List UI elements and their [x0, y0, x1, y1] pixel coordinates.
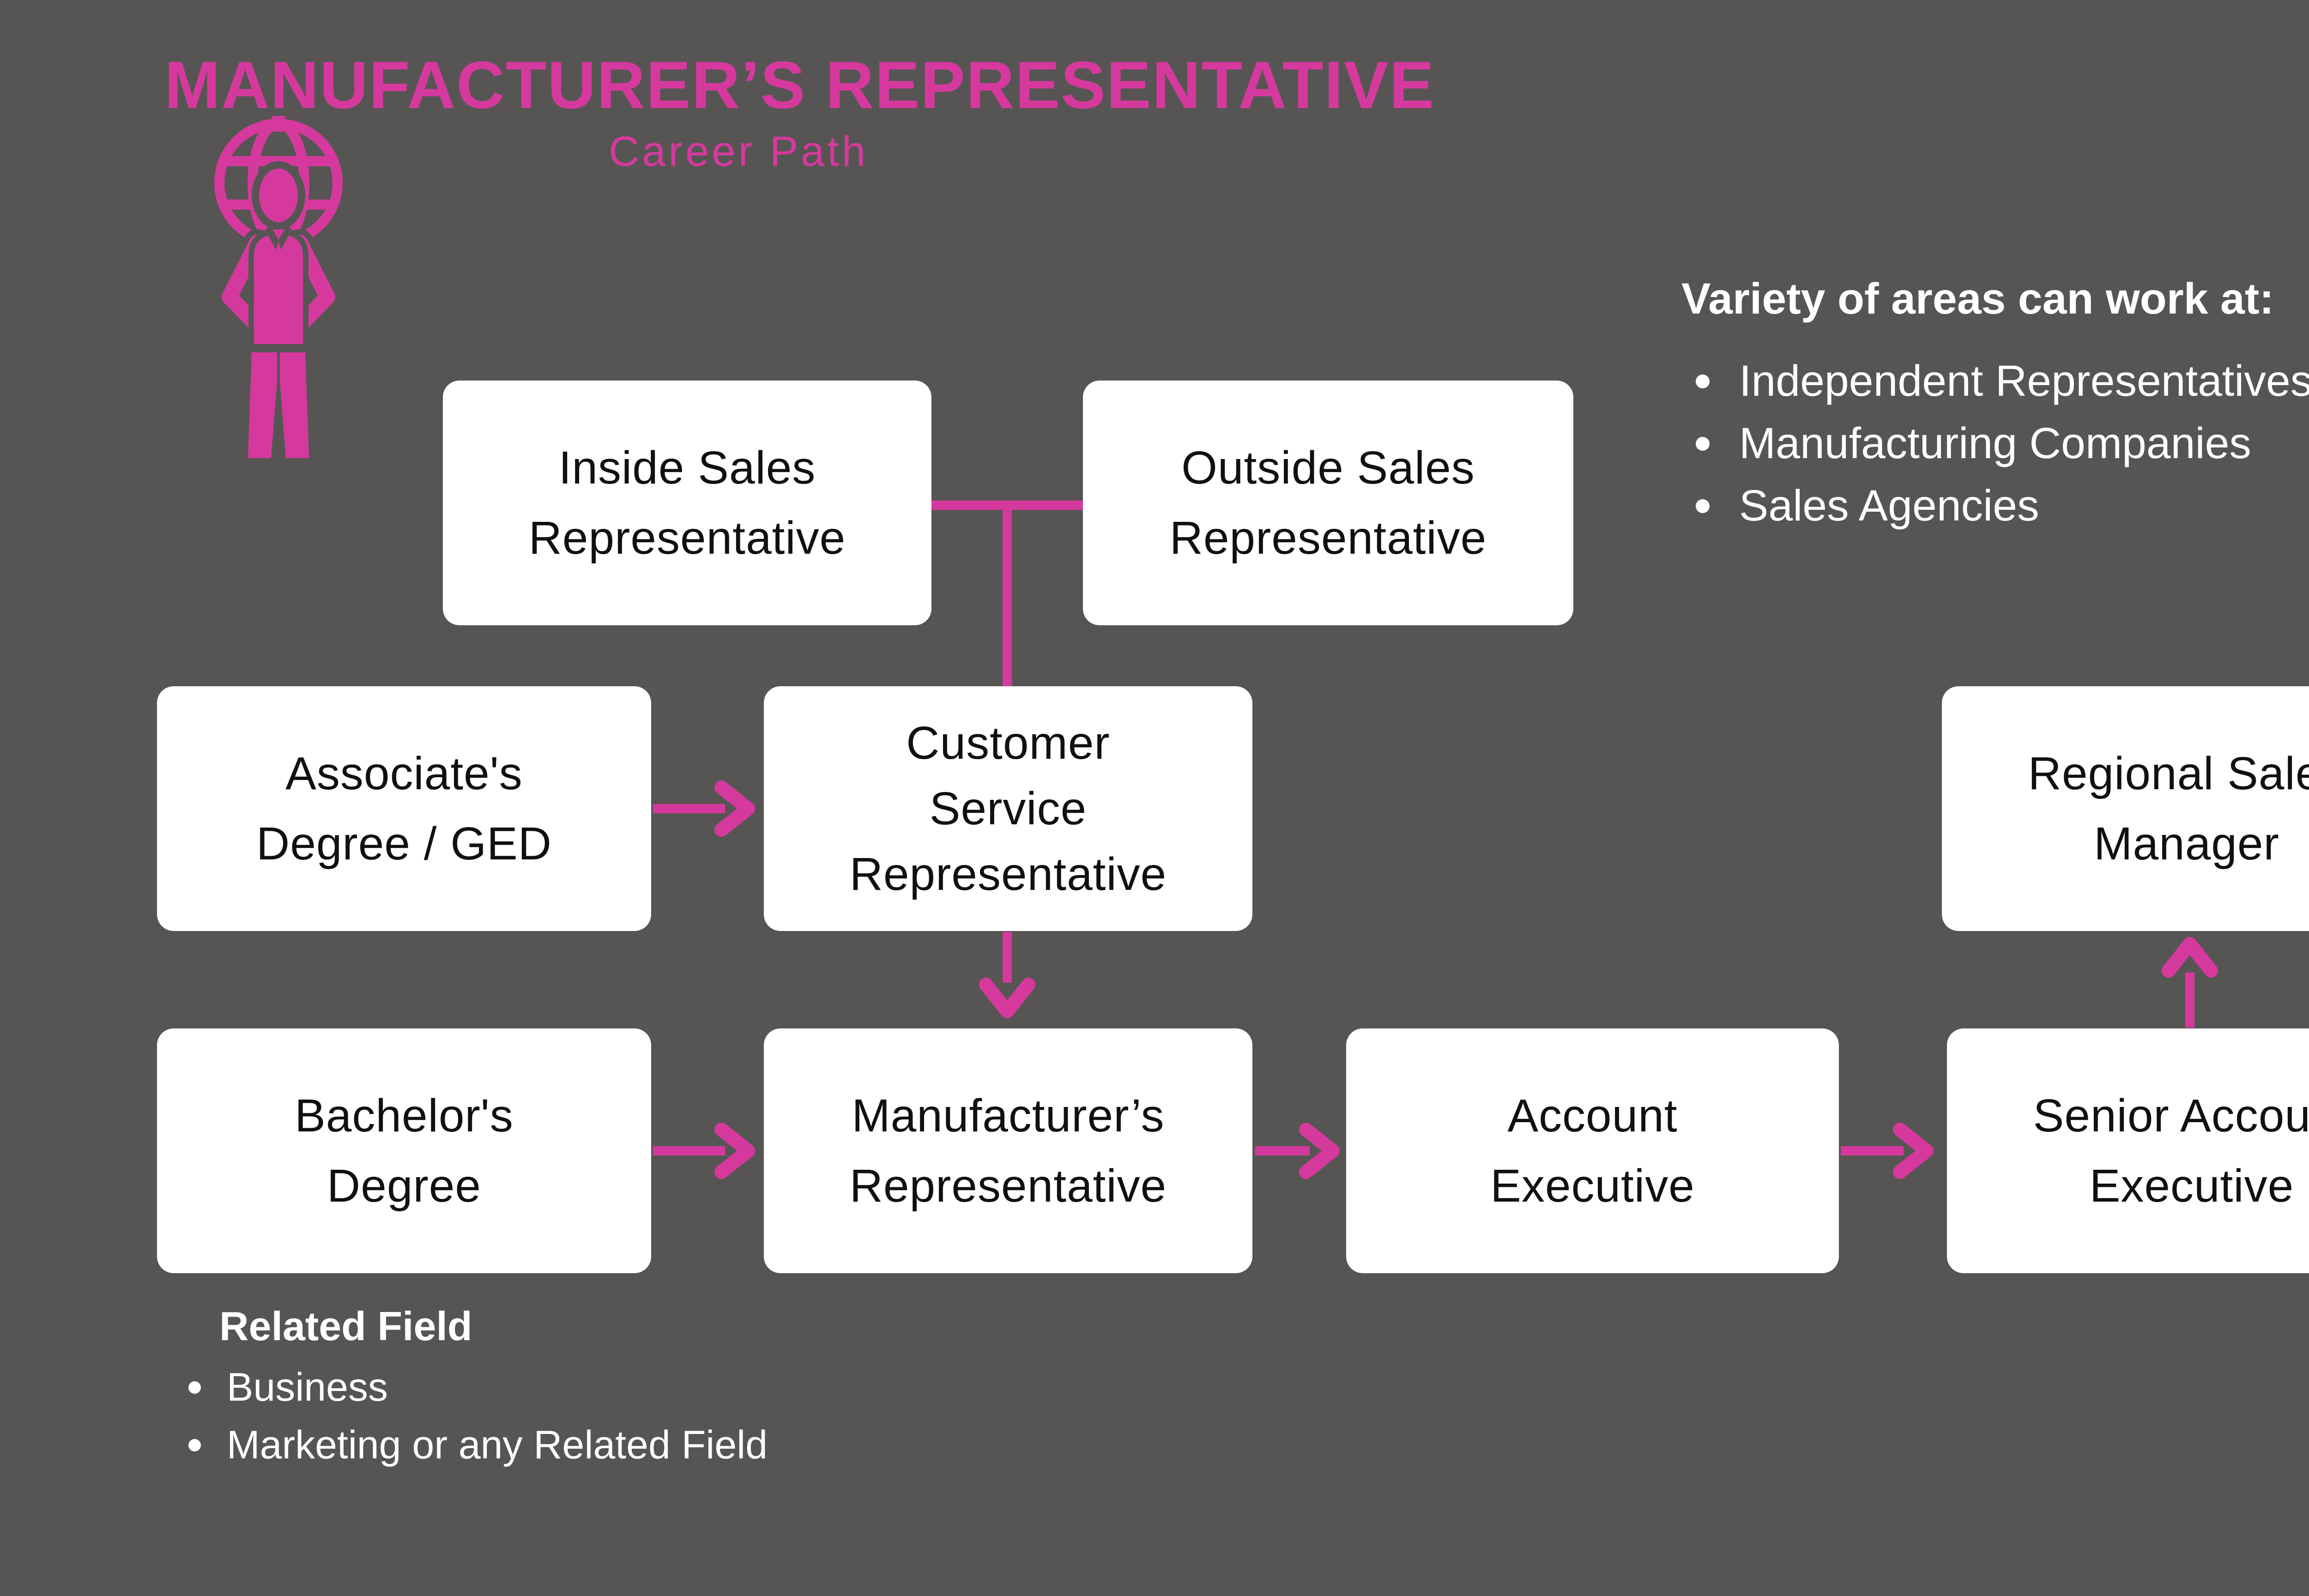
node-label-line: Outside Sales	[1181, 442, 1475, 494]
node-label-line: Representative	[528, 512, 846, 564]
node-label-line: Degree	[327, 1160, 481, 1212]
node-senior-account-executive: Senior Account Executive	[1947, 1028, 2309, 1273]
node-label-line: Representative	[849, 1160, 1167, 1212]
bullet-dot-icon	[1696, 499, 1710, 513]
node-label-line: Degree / GED	[256, 818, 552, 870]
node-manufacturers-representative: Manufacturer’s Representative	[764, 1028, 1252, 1273]
list-item-label: Marketing or any Related Field	[227, 1423, 768, 1467]
list-item: Sales Agencies	[1696, 475, 2309, 537]
related-field-list: Business Marketing or any Related Field	[188, 1359, 768, 1474]
node-associates-degree-ged: Associate's Degree / GED	[157, 686, 651, 931]
bullet-dot-icon	[1696, 374, 1710, 388]
node-label-line: Regional Sales	[2028, 748, 2309, 799]
node-label-line: Representative	[1169, 512, 1487, 564]
node-label-line: Service	[929, 783, 1087, 834]
connector-inside-outside-to-customer-service	[931, 501, 1083, 686]
related-field-heading: Related Field	[219, 1303, 472, 1349]
node-label-line: Senior Account	[2033, 1090, 2309, 1142]
node-label-line: Associate's	[285, 748, 523, 799]
arrow-senior-account-executive-to-regional-sales-manager	[2162, 937, 2218, 1028]
work-areas-list: Independent Representatives Manufacturin…	[1696, 350, 2309, 537]
node-account-executive: Account Executive	[1346, 1028, 1839, 1273]
list-item: Independent Representatives	[1696, 350, 2309, 412]
node-label-line: Manager	[2094, 818, 2279, 870]
bullet-dot-icon	[188, 1381, 201, 1394]
bullet-dot-icon	[188, 1439, 201, 1451]
work-areas-heading: Variety of areas can work at:	[1681, 274, 2274, 323]
page-title: MANUFACTURER’S REPRESENTATIVE	[164, 48, 1435, 122]
node-label-line: Executive	[1490, 1160, 1695, 1212]
person-globe-icon	[214, 116, 343, 458]
node-label-line: Bachelor's	[295, 1090, 514, 1142]
page-subtitle: Career Path	[609, 128, 869, 175]
arrow-associates-to-customer-service	[653, 780, 755, 837]
node-customer-service-representative: Customer Service Representative	[764, 686, 1252, 931]
list-item-label: Business	[227, 1365, 388, 1409]
node-regional-sales-manager: Regional Sales Manager	[1942, 686, 2309, 931]
arrow-customer-service-to-manufacturers-rep	[979, 932, 1035, 1018]
list-item: Marketing or any Related Field	[188, 1416, 768, 1474]
node-label-line: Executive	[2089, 1160, 2294, 1212]
bullet-dot-icon	[1696, 436, 1710, 451]
node-label-line: Manufacturer’s	[852, 1090, 1165, 1142]
node-inside-sales-representative: Inside Sales Representative	[443, 381, 931, 625]
node-label-line: Inside Sales	[558, 442, 816, 494]
node-outside-sales-representative: Outside Sales Representative	[1083, 381, 1573, 625]
node-label-line: Account	[1507, 1090, 1678, 1142]
list-item-label: Sales Agencies	[1739, 481, 2039, 530]
list-item-label: Manufacturing Companies	[1739, 419, 2251, 468]
node-bachelors-degree: Bachelor's Degree	[157, 1028, 651, 1273]
arrow-manufacturers-rep-to-account-executive	[1255, 1123, 1340, 1179]
list-item: Manufacturing Companies	[1696, 412, 2309, 475]
list-item: Business	[188, 1359, 768, 1416]
arrow-bachelors-to-manufacturers-rep	[653, 1123, 755, 1179]
node-label-line: Customer	[906, 717, 1110, 769]
arrow-account-executive-to-senior-account-executive	[1841, 1123, 1934, 1179]
node-label-line: Representative	[849, 848, 1167, 900]
list-item-label: Independent Representatives	[1739, 357, 2309, 405]
